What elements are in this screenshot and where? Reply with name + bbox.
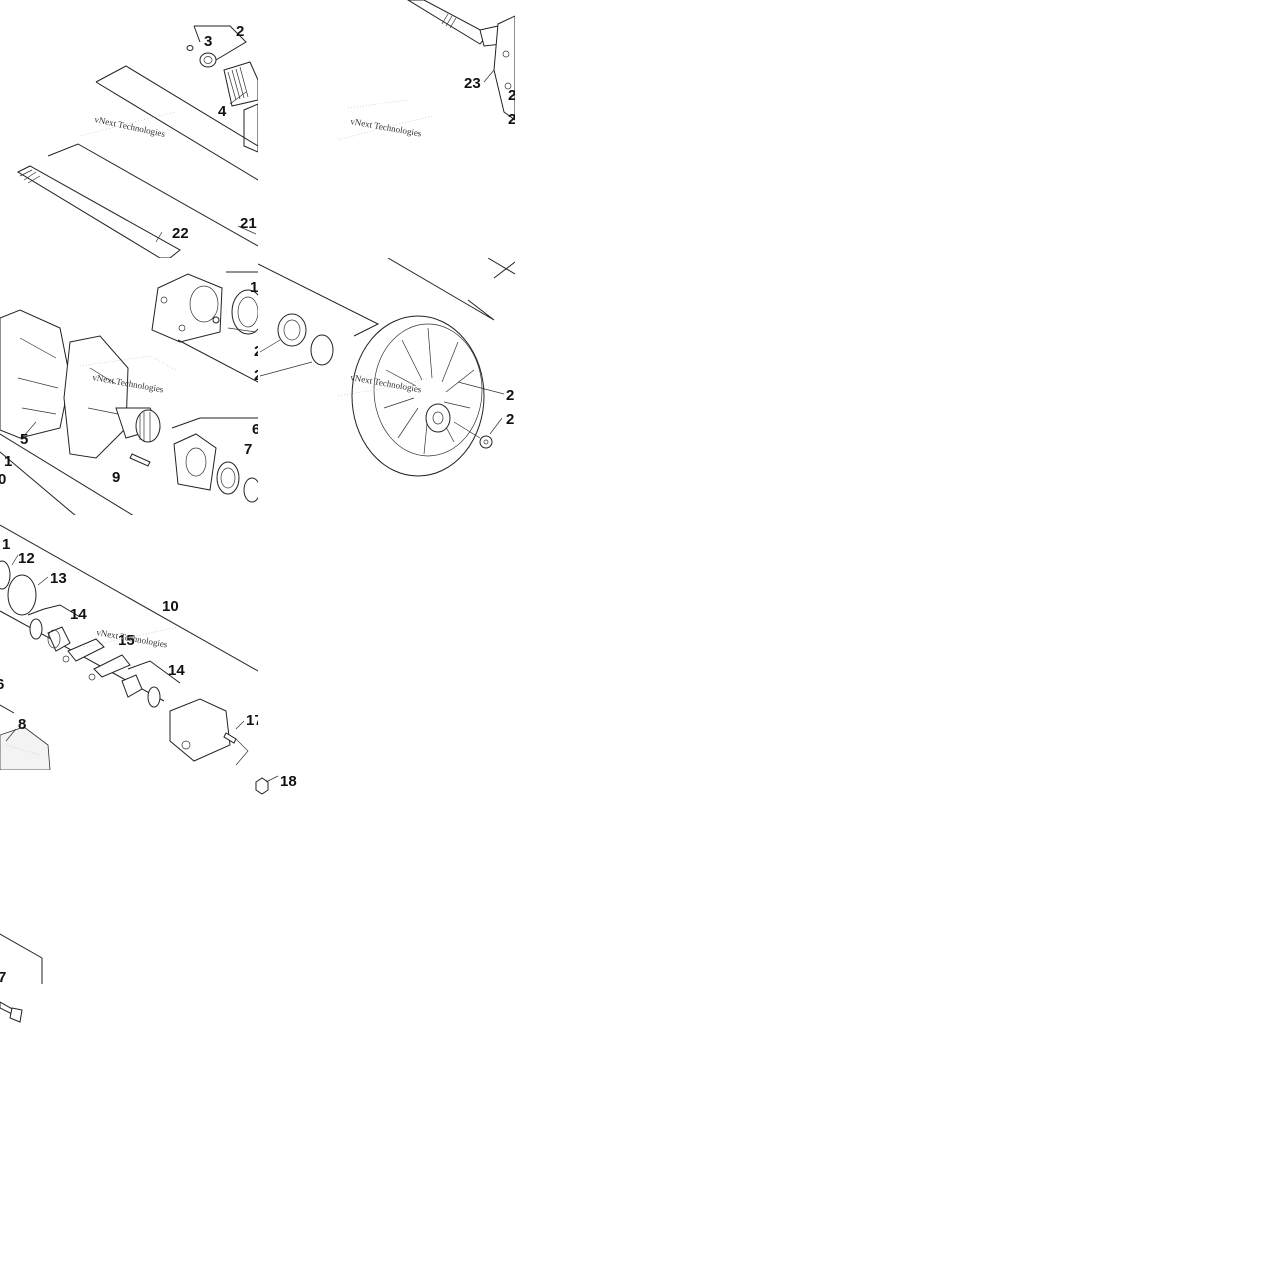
- bearing-housing-part: [151, 273, 223, 343]
- tile-middle-left: 1 24 25 5 1 0 9 7 6 vNext Technologies: [0, 258, 258, 515]
- callout-10: 10: [162, 598, 179, 615]
- drive-sprocket-part-5: [0, 309, 161, 459]
- long-axle-shaft-part: [16, 165, 181, 258]
- callout-7: 7: [244, 441, 252, 458]
- driven-clutch-pulley-part: [351, 315, 485, 477]
- callout-17: 17: [246, 712, 258, 729]
- callout-1-top: 1: [250, 279, 258, 296]
- nut-part-18: 18: [255, 773, 297, 795]
- long-bolt-part: [0, 1001, 23, 1023]
- tile-top-right: 23 2 2 vNext Technologies: [258, 0, 515, 258]
- caliper-part: [169, 698, 249, 766]
- callout-25: 25: [254, 367, 258, 384]
- brake-pad-part-15: [62, 638, 131, 681]
- bearing-part-24: [277, 313, 307, 347]
- washer-part: [479, 435, 493, 449]
- callout-23: 23: [464, 75, 481, 92]
- cover-part-8: [0, 726, 51, 770]
- callout-22: 22: [172, 225, 189, 242]
- callout-6-low: 6: [0, 676, 4, 693]
- callout-14-b: 14: [168, 662, 185, 679]
- seal-part-12: [0, 560, 11, 590]
- tile-top-left: 2 3 4 22 21 vNext Technologies: [0, 0, 258, 258]
- callout-2-right-b: 2: [508, 111, 515, 128]
- callout-2-pulley: 2: [506, 387, 514, 404]
- small-screw-part-3: [186, 45, 194, 51]
- tile-bottom-left-fragment: 7: [0, 928, 44, 984]
- callout-2-washer: 2: [506, 411, 514, 428]
- callout-0: 0: [0, 471, 6, 488]
- callout-6: 6: [252, 421, 258, 438]
- o-ring-part-13: [7, 574, 37, 616]
- callout-5: 5: [20, 431, 28, 448]
- splined-shaft-end-part: [223, 61, 258, 153]
- callout-21: 21: [240, 215, 257, 232]
- callout-2: 2: [236, 23, 244, 40]
- gasket-plate-part-6: [173, 433, 217, 491]
- callout-12: 12: [18, 550, 35, 567]
- callout-24: 24: [254, 343, 258, 360]
- o-ring-part-25: [310, 334, 334, 366]
- callout-2-right-a: 2: [508, 87, 515, 104]
- callout-13: 13: [50, 570, 67, 587]
- callout-8: 8: [18, 716, 26, 733]
- flange-housing-part-23: [493, 15, 515, 121]
- watermark-2: vNext Technologies: [350, 116, 423, 138]
- seal-ring-part: [231, 289, 258, 335]
- callout-7-bottom: 7: [0, 969, 6, 984]
- oil-seal-part-7: [216, 461, 258, 503]
- callout-18: 18: [280, 773, 297, 790]
- tile-middle-right: 2 2 vNext Technologies: [258, 258, 515, 515]
- bolt-part-9: [129, 453, 151, 467]
- callout-9: 9: [112, 469, 120, 486]
- group-bracket-2: [193, 25, 247, 61]
- callout-4: 4: [218, 103, 227, 120]
- o-ring-part-14-a: [29, 618, 43, 640]
- callout-3: 3: [204, 33, 212, 50]
- o-ring-part-14-b: [147, 686, 161, 708]
- tile-lower-left: 1 12 13 10 14 15 14 6 8 17 vNext Technol…: [0, 515, 258, 770]
- output-shaft-part: [407, 0, 503, 47]
- callout-1-mid: 1: [4, 453, 12, 470]
- callout-15: 15: [118, 632, 135, 649]
- callout-14-a: 14: [70, 606, 87, 623]
- bleeder-screw-part-17: [223, 732, 237, 744]
- bushing-part: [199, 52, 217, 68]
- bushing-part-14-b: [121, 674, 143, 698]
- callout-1-low: 1: [2, 536, 10, 553]
- bushing-part-14-a: [47, 626, 71, 652]
